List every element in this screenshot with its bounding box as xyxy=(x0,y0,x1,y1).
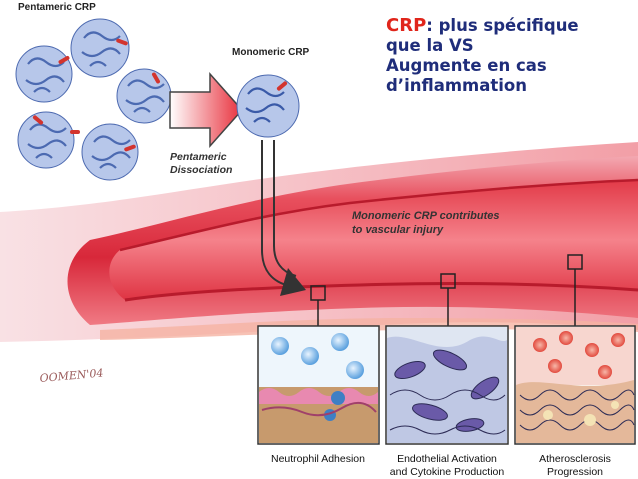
caption-atherosclerosis-2: Progression xyxy=(547,466,603,478)
caption-neutrophil: Neutrophil Adhesion xyxy=(271,453,365,465)
callout-line-1-rest: : plus spécifique xyxy=(426,16,579,35)
monomeric-crp-label: Monomeric CRP xyxy=(232,47,310,58)
contributes-label-2: to vascular injury xyxy=(352,224,444,236)
dissociation-label-2: Dissociation xyxy=(170,164,232,176)
crp-keyword: CRP xyxy=(386,15,427,36)
crp-callout-text: CRP: plus spécifique que la VS Augmente … xyxy=(386,16,626,96)
caption-endothelial-1: Endothelial Activation xyxy=(397,453,497,465)
caption-atherosclerosis-1: Atherosclerosis xyxy=(539,453,611,465)
callout-line-4: d’inflammation xyxy=(386,76,527,95)
dissociation-label-1: Pentameric xyxy=(170,151,227,163)
pentameric-crp-label: Pentameric CRP xyxy=(18,2,96,13)
dissociation-arrow xyxy=(169,72,244,148)
blood-vessel xyxy=(0,142,638,342)
monomeric-crp-illustration xyxy=(236,74,300,138)
pentameric-crp-illustration xyxy=(15,18,172,181)
callout-line-2: que la VS xyxy=(386,36,474,55)
contributes-label-1: Monomeric CRP contributes xyxy=(352,210,500,222)
callout-line-3: Augmente en cas xyxy=(386,56,547,75)
panel-endothelial-activation xyxy=(385,325,509,445)
panel-atherosclerosis-progression xyxy=(514,325,636,445)
magnification-markers xyxy=(310,254,583,326)
artist-signature: OOMEN'04 xyxy=(39,366,104,385)
panel-neutrophil-adhesion xyxy=(257,325,380,445)
callout-line-1: CRP: plus spécifique xyxy=(386,16,626,36)
caption-endothelial-2: and Cytokine Production xyxy=(390,466,505,478)
curved-arrow xyxy=(261,140,306,296)
